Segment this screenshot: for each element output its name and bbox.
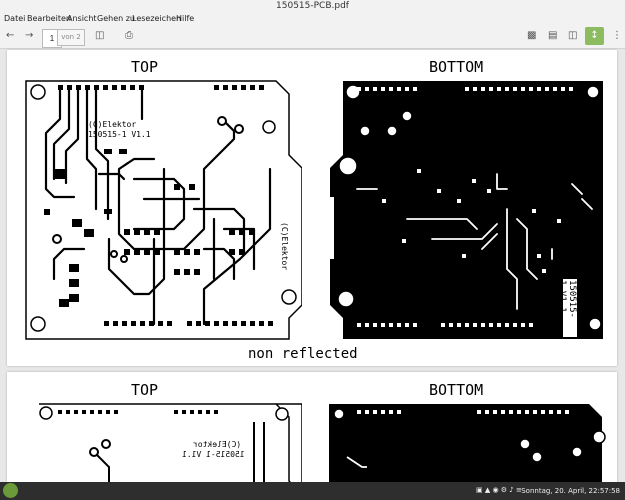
forward-icon[interactable]: → [25,30,34,41]
rotate-icon[interactable]: ⋮ [612,30,622,41]
top-board-id-label: 150515-1 V1.1 [88,130,151,139]
print-icon[interactable]: ⎙ [125,30,133,41]
page-layout-icon[interactable]: ▩ [527,30,537,41]
menu-hilfe[interactable]: Hilfe [176,14,195,23]
page2-board-id-label: 150515-1 V1.1 [182,450,245,459]
top-layer-label: TOP [131,58,159,76]
page-caption: non reflected [248,346,358,362]
back-icon[interactable]: ← [6,30,15,41]
sidebar-toggle-icon[interactable]: ◫ [95,30,105,41]
bottom-layer-label: BOTTOM [429,58,484,76]
fit-width-button[interactable]: ↕ [585,27,604,45]
menu-gehen-zu[interactable]: Gehen zu [97,14,135,23]
page2-bottom-layer-label: BOTTOM [429,381,484,399]
clock[interactable]: Sonntag, 20. April, 22:57:58 [521,487,620,495]
menu-datei[interactable]: Datei [4,14,26,23]
pdf-page-1: TOP BOTTOM [7,50,617,366]
taskbar: ▣ ▲ ◉ ⚙ ♪ ≡ Sonntag, 20. April, 22:57:58 [0,482,625,500]
page-count: von 2 [57,29,85,46]
menu-ansicht[interactable]: Ansicht [67,14,97,23]
menu-bearbeiten[interactable]: Bearbeiten [27,14,71,23]
top-layer-board [25,80,302,340]
page2-copyright-label: (C)Elektor [193,440,242,449]
bottom-layer-board [323,81,603,339]
bottom-board-id-label: 150515-1 V1.1 [557,280,577,318]
dual-page-icon[interactable]: ◫ [568,30,578,41]
window-titlebar: 150515-PCB.pdf [0,0,625,13]
page2-top-layer-label: TOP [131,381,159,399]
tray-icons[interactable]: ▣ ▲ ◉ ⚙ ♪ ≡ [476,486,522,494]
pdf-page-2: TOP BOTTOM (C)Elektor 150515-1 V1.1 [7,372,617,482]
page2-bottom-layer-board [329,404,606,482]
top-copyright-label: (C)Elektor [88,120,137,129]
menu-lesezeichen[interactable]: Lesezeichen [132,14,182,23]
start-menu-icon[interactable] [3,483,18,498]
bottom-copyright-label: (C)Elektor [280,222,289,271]
continuous-icon[interactable]: ▤ [548,30,558,41]
page2-top-layer-board [39,403,302,482]
toolbar: ← → von 2 ◫ ⎙ ▩ ▤ ◫ ↕ ⋮ [0,26,625,49]
window-title: 150515-PCB.pdf [276,1,349,11]
menu-bar: Datei Bearbeiten Ansicht Gehen zu Leseze… [0,13,625,26]
